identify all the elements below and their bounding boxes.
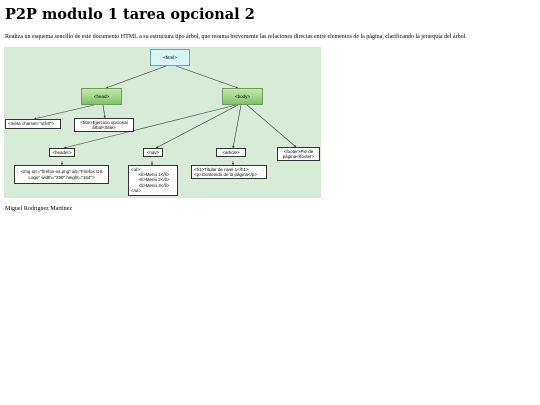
node-html: <html> (150, 49, 190, 66)
node-article-content: <h1>Titular de nivel 1</h1> <p>Contenido… (191, 165, 267, 179)
tree-diagram: <html> <head> <body> <meta charset="utf-… (4, 47, 321, 198)
node-ul: <ul> <li>Menú 1</li> <li>Menú 2</li> <li… (128, 165, 178, 196)
node-header: <header> (49, 148, 75, 157)
edge-html-body (175, 65, 239, 89)
node-body: <body> (222, 88, 263, 105)
page-title: P2P modulo 1 tarea opcional 2 (5, 6, 255, 23)
intro-paragraph: Realiza un esquema sencillo de este docu… (5, 34, 467, 40)
edge-html-head (105, 65, 167, 89)
node-meta: <meta charset="utf-8"> (5, 119, 61, 129)
edge-head-meta (33, 104, 95, 120)
edge-body-header (63, 104, 237, 149)
tree-edges (33, 65, 297, 166)
edge-body-article (232, 104, 242, 149)
node-nav: <nav> (143, 148, 163, 157)
edge-body-footer (246, 104, 297, 148)
author-name: Miguel Rodriguez Martinez (5, 206, 72, 212)
node-img: <img src="firefox-os.png" alt="Firefox O… (14, 165, 109, 184)
node-head: <head> (81, 88, 122, 105)
edge-head-title (102, 104, 106, 119)
edge-body-nav (155, 104, 239, 149)
node-footer: <footer>Pie de página</footer> (277, 147, 320, 161)
node-article: <article> (216, 148, 246, 157)
node-title: <title>Ejercicio opcional árbol</title> (74, 118, 134, 132)
